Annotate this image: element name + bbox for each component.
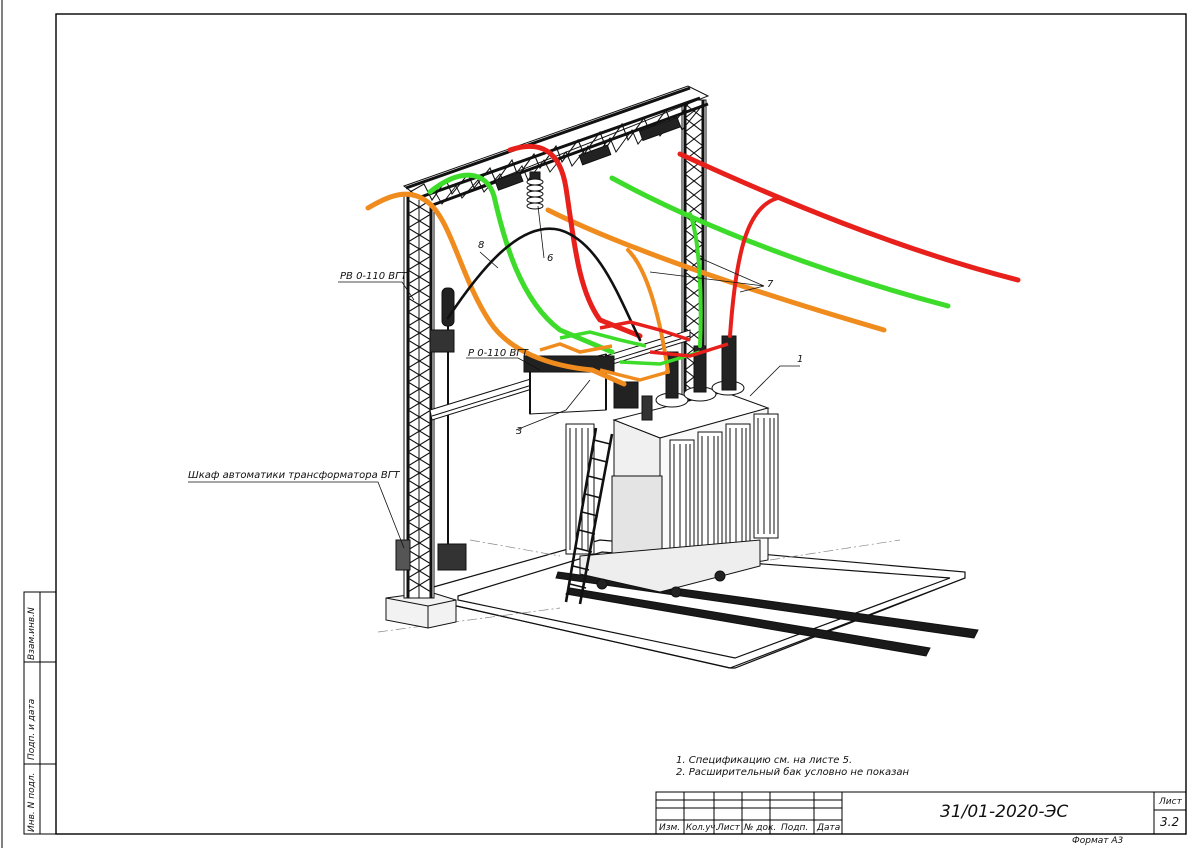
bus-connections bbox=[539, 320, 729, 382]
label-automation-cabinet: Шкаф автоматики трансформатора ВГТ bbox=[188, 470, 400, 481]
transformer bbox=[565, 391, 779, 598]
tb-col-sign: Подп. bbox=[781, 823, 809, 833]
label-rv-disconnector: РВ 0-110 ВГТ bbox=[340, 271, 407, 282]
sheet-frame bbox=[55, 13, 1187, 835]
label-pos-1: 1 bbox=[797, 354, 804, 365]
side-stamp-replace: Взам.инв.N bbox=[27, 607, 37, 660]
label-pos-3: 3 bbox=[516, 426, 523, 437]
tb-col-list: Лист bbox=[717, 823, 740, 833]
doc-code: 31/01-2020-ЭС bbox=[940, 802, 1069, 822]
ladder bbox=[564, 427, 614, 605]
tb-col-doc: № док. bbox=[744, 823, 777, 833]
label-pos-6: 6 bbox=[547, 253, 554, 264]
cross-beam bbox=[402, 85, 710, 208]
side-stamp-inv: Инв. N подл. bbox=[27, 772, 37, 832]
label-pos-8: 8 bbox=[478, 240, 485, 251]
label-r-disconnector: Р 0-110 ВГТ bbox=[468, 348, 528, 359]
pillar-base bbox=[385, 591, 457, 629]
side-stamp bbox=[23, 591, 57, 835]
disconnector-column bbox=[395, 287, 467, 571]
note-2: 2. Расширительный бак условно не показан bbox=[676, 767, 910, 778]
conductors bbox=[365, 143, 1021, 387]
left-pillar bbox=[403, 193, 435, 599]
note-1: 1. Спецификацию см. на листе 5. bbox=[676, 755, 853, 766]
insulator-strings bbox=[494, 116, 682, 210]
tb-col-kol: Кол.уч. bbox=[686, 823, 719, 833]
axis-lines bbox=[377, 539, 901, 633]
format-label: Формат А3 bbox=[1072, 836, 1124, 846]
leader-lines bbox=[188, 205, 800, 549]
title-block bbox=[655, 791, 1187, 835]
side-stamp-sign: Подп. и дата bbox=[27, 698, 37, 760]
sheet-number: 3.2 bbox=[1160, 815, 1180, 829]
tb-col-izm: Изм. bbox=[659, 823, 681, 833]
label-pos-7: 7 bbox=[767, 279, 774, 290]
tb-col-date: Дата bbox=[817, 823, 841, 833]
sheet-label: Лист bbox=[1159, 797, 1182, 807]
